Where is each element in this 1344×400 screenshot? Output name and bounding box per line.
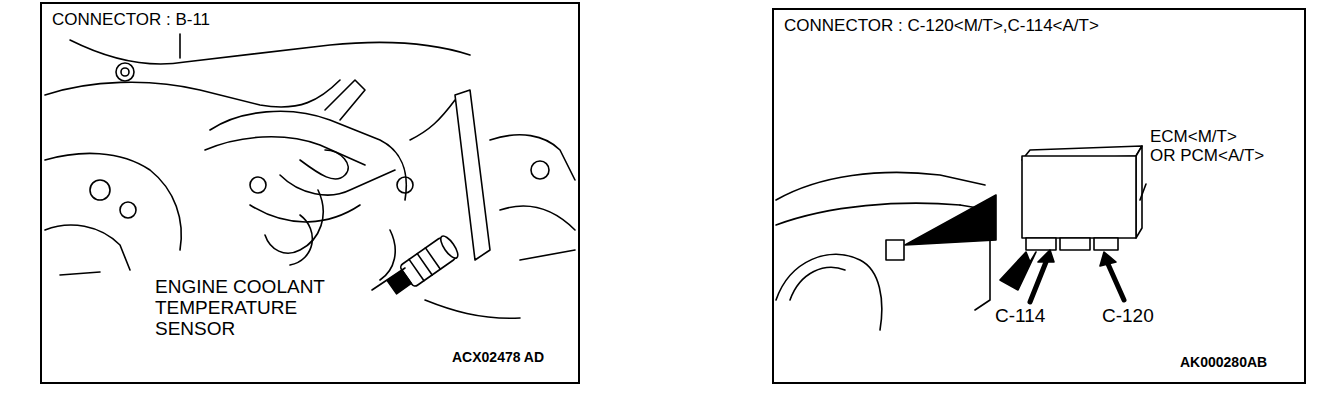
pipe [290,215,312,265]
housing [210,111,406,200]
mounting-location [886,240,904,260]
bolt [397,177,413,193]
engine-edge [45,80,340,107]
engine-drawing [45,34,575,318]
connector [1060,238,1090,250]
thermostat-housing [265,190,323,253]
steering-wheel [790,267,845,300]
engine-edge [425,300,520,318]
leader-line [372,268,405,290]
bolt [250,177,266,193]
connector-panel: CONNECTOR : C-120<M/T>,C-114<A/T> [772,8,1306,384]
part-label: ECM<M/T> OR PCM<A/T> [1150,128,1265,165]
housing [205,137,365,165]
engine-edge [45,225,130,270]
part-label: C-120 [1102,306,1154,327]
leader-line [1140,184,1146,200]
engine-edge [60,272,100,275]
connector [1094,238,1118,250]
figure-code: ACX02478 AD [452,350,544,365]
arrow [1100,252,1116,266]
bolt [90,180,110,200]
arrow [1000,252,1036,290]
engine-edge [490,135,575,180]
steering-wheel [776,254,882,330]
arrow [1038,250,1054,262]
dashboard [776,203,960,225]
pipe [325,80,365,120]
figure-code: AK000280AB [1180,355,1267,370]
pipe [380,230,395,280]
engine-edge [70,40,470,64]
arrow [1108,264,1124,300]
panel-heading: CONNECTOR : C-120<M/T>,C-114<A/T> [774,10,1109,42]
engine-edge [45,153,181,250]
panel-heading: CONNECTOR : B-11 [42,4,220,36]
wire-harness [280,170,395,195]
bolt [121,68,129,76]
wire-harness [300,150,348,179]
callout-wedge [905,195,996,245]
part-label: C-114 [995,306,1045,327]
bolt [531,161,549,179]
part-label: ENGINE COOLANT TEMPERATURE SENSOR [155,277,345,340]
dashboard-drawing [776,146,1146,330]
dashboard [776,172,985,200]
arrow [1030,262,1046,302]
engine-edge [500,206,575,230]
bracket [410,100,455,140]
bolt [120,202,136,218]
bolt [116,63,134,81]
connector [1026,238,1056,250]
leader-line [179,34,181,58]
ecm-box [1022,156,1136,238]
connector-panel: CONNECTOR : B-11 [40,2,580,384]
engine-edge [520,250,575,260]
bracket [455,90,490,260]
ecm-box [1136,146,1142,238]
coolant-temperature-sensor [385,234,461,298]
